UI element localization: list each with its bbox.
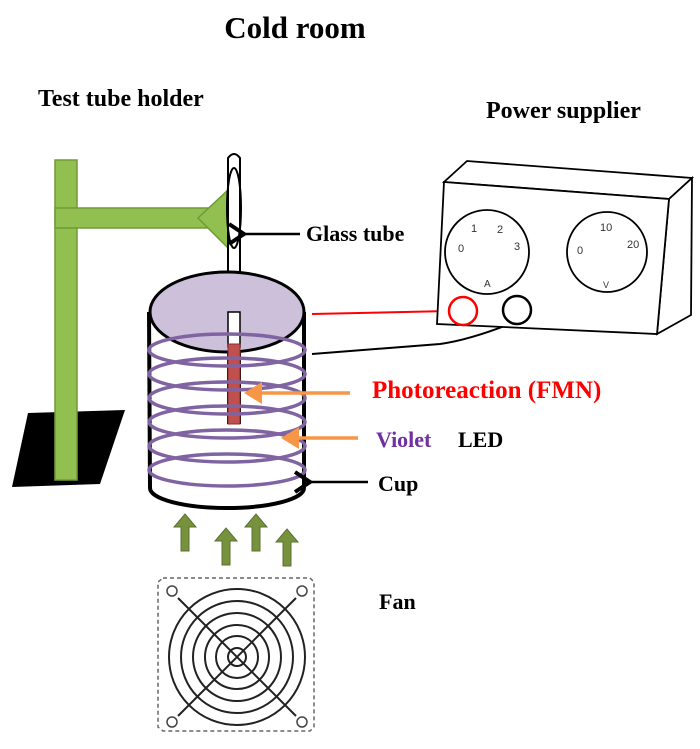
dial-a-unit: A [484, 279, 491, 290]
airflow-arrow [172, 513, 198, 552]
airflow-arrow [213, 527, 239, 566]
power-supplier: 0 1 2 3 A 0 10 20 V [436, 160, 695, 336]
label-fan: Fan [379, 589, 416, 614]
title-cold-room: Cold room [224, 10, 366, 45]
label-glass-tube: Glass tube [306, 221, 405, 246]
ammeter-dial: 0 1 2 3 A [444, 209, 530, 295]
label-power-supplier: Power supplier [486, 98, 641, 124]
fan-icon [157, 577, 315, 732]
black-terminal [501, 294, 533, 326]
photoreaction-arrow [244, 382, 350, 404]
airflow-arrows [172, 513, 300, 567]
stand-pole [54, 159, 78, 481]
label-violet: Violet [376, 427, 432, 452]
dial-v-unit: V [603, 280, 609, 290]
glass-tube-inner [227, 311, 241, 348]
dial-a-tick-3: 3 [514, 241, 520, 253]
red-terminal [447, 295, 479, 327]
dial-a-tick-1: 1 [471, 223, 477, 235]
label-led: LED [458, 427, 503, 452]
label-test-tube-holder: Test tube holder [38, 86, 204, 112]
dial-a-tick-0: 0 [458, 243, 464, 255]
test-tube-holder [12, 159, 229, 487]
cup-top [148, 270, 306, 354]
dial-a-tick-2: 2 [497, 224, 503, 236]
cup [147, 270, 306, 510]
dial-v-tick-20: 20 [627, 239, 639, 251]
stand-clamp [196, 188, 229, 250]
airflow-arrow [243, 513, 269, 552]
violet-led-arrow [281, 427, 358, 449]
voltmeter-dial: 0 10 20 V [566, 211, 648, 293]
stand-arm [54, 207, 216, 229]
airflow-arrow [274, 528, 300, 567]
label-cup: Cup [378, 471, 418, 496]
dial-v-tick-10: 10 [600, 222, 612, 234]
reaction-sample [227, 343, 241, 425]
dial-v-tick-0: 0 [577, 245, 583, 257]
glass-tube-clamp-ring [226, 167, 242, 249]
violet-led-coil [147, 332, 307, 488]
red-lead-wire [311, 310, 451, 315]
label-photoreaction: Photoreaction (FMN) [372, 377, 601, 404]
